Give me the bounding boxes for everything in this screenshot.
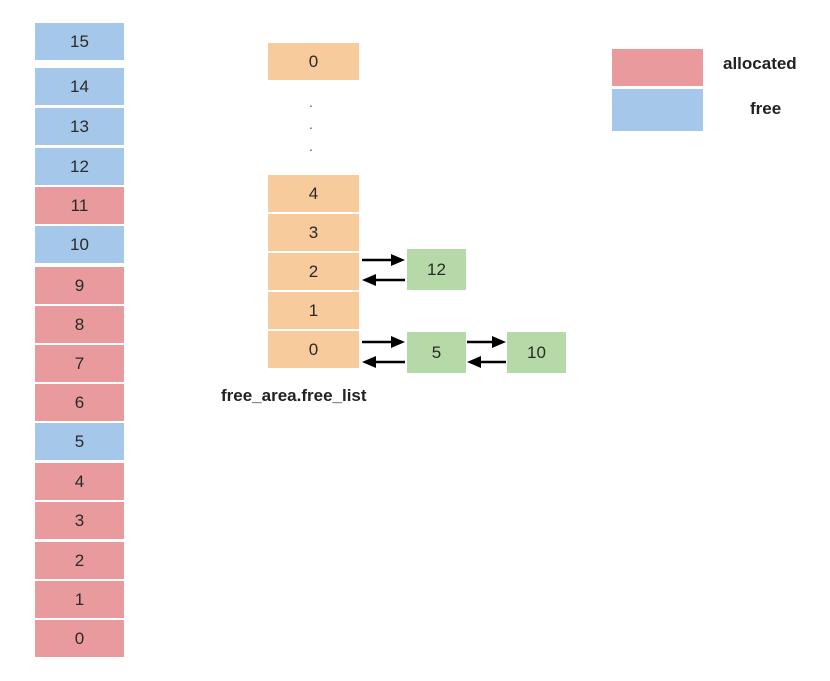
free-list-node-5: 5 xyxy=(407,332,466,373)
legend-label-free: free xyxy=(750,99,782,118)
legend-label-allocated: allocated xyxy=(723,54,797,73)
memory-block-5: 5 xyxy=(35,423,124,460)
order-cell-0: 0 xyxy=(268,331,359,368)
memory-block-10: 10 xyxy=(35,226,124,263)
order-cell-2: 2 xyxy=(268,253,359,290)
memory-block-12: 12 xyxy=(35,148,124,185)
ellipsis-dot: . xyxy=(309,116,313,132)
memory-block-0: 0 xyxy=(35,620,124,657)
memory-block-11: 11 xyxy=(35,187,124,224)
memory-block-4: 4 xyxy=(35,463,124,500)
arrowhead-right-icon xyxy=(492,336,506,348)
memory-block-9: 9 xyxy=(35,267,124,304)
memory-block-2: 2 xyxy=(35,542,124,579)
memory-block-7: 7 xyxy=(35,345,124,382)
memory-block-6: 6 xyxy=(35,384,124,421)
order-cell-3: 3 xyxy=(268,214,359,251)
ellipsis-dot: . xyxy=(309,94,313,110)
arrowhead-right-icon xyxy=(391,336,405,348)
free-list-node-12: 12 xyxy=(407,249,466,290)
memory-block-8: 8 xyxy=(35,306,124,343)
memory-block-3: 3 xyxy=(35,502,124,539)
memory-block-13: 13 xyxy=(35,108,124,145)
memory-block-14: 14 xyxy=(35,68,124,105)
free-list-title: free_area.free_list xyxy=(221,386,367,405)
arrowhead-right-icon xyxy=(391,254,405,266)
memory-block-1: 1 xyxy=(35,581,124,618)
memory-block-15: 15 xyxy=(35,23,124,60)
free-list-node-10: 10 xyxy=(507,332,566,373)
order-cell-4: 4 xyxy=(268,175,359,212)
ellipsis-dot: . xyxy=(309,138,313,154)
order-cell-1: 1 xyxy=(268,292,359,329)
arrowhead-left-icon xyxy=(362,274,376,286)
arrowhead-left-icon xyxy=(467,356,481,368)
arrowhead-left-icon xyxy=(362,356,376,368)
legend-swatch-free xyxy=(612,89,703,131)
order-cell-top: 0 xyxy=(268,43,359,80)
legend-swatch-allocated xyxy=(612,49,703,86)
